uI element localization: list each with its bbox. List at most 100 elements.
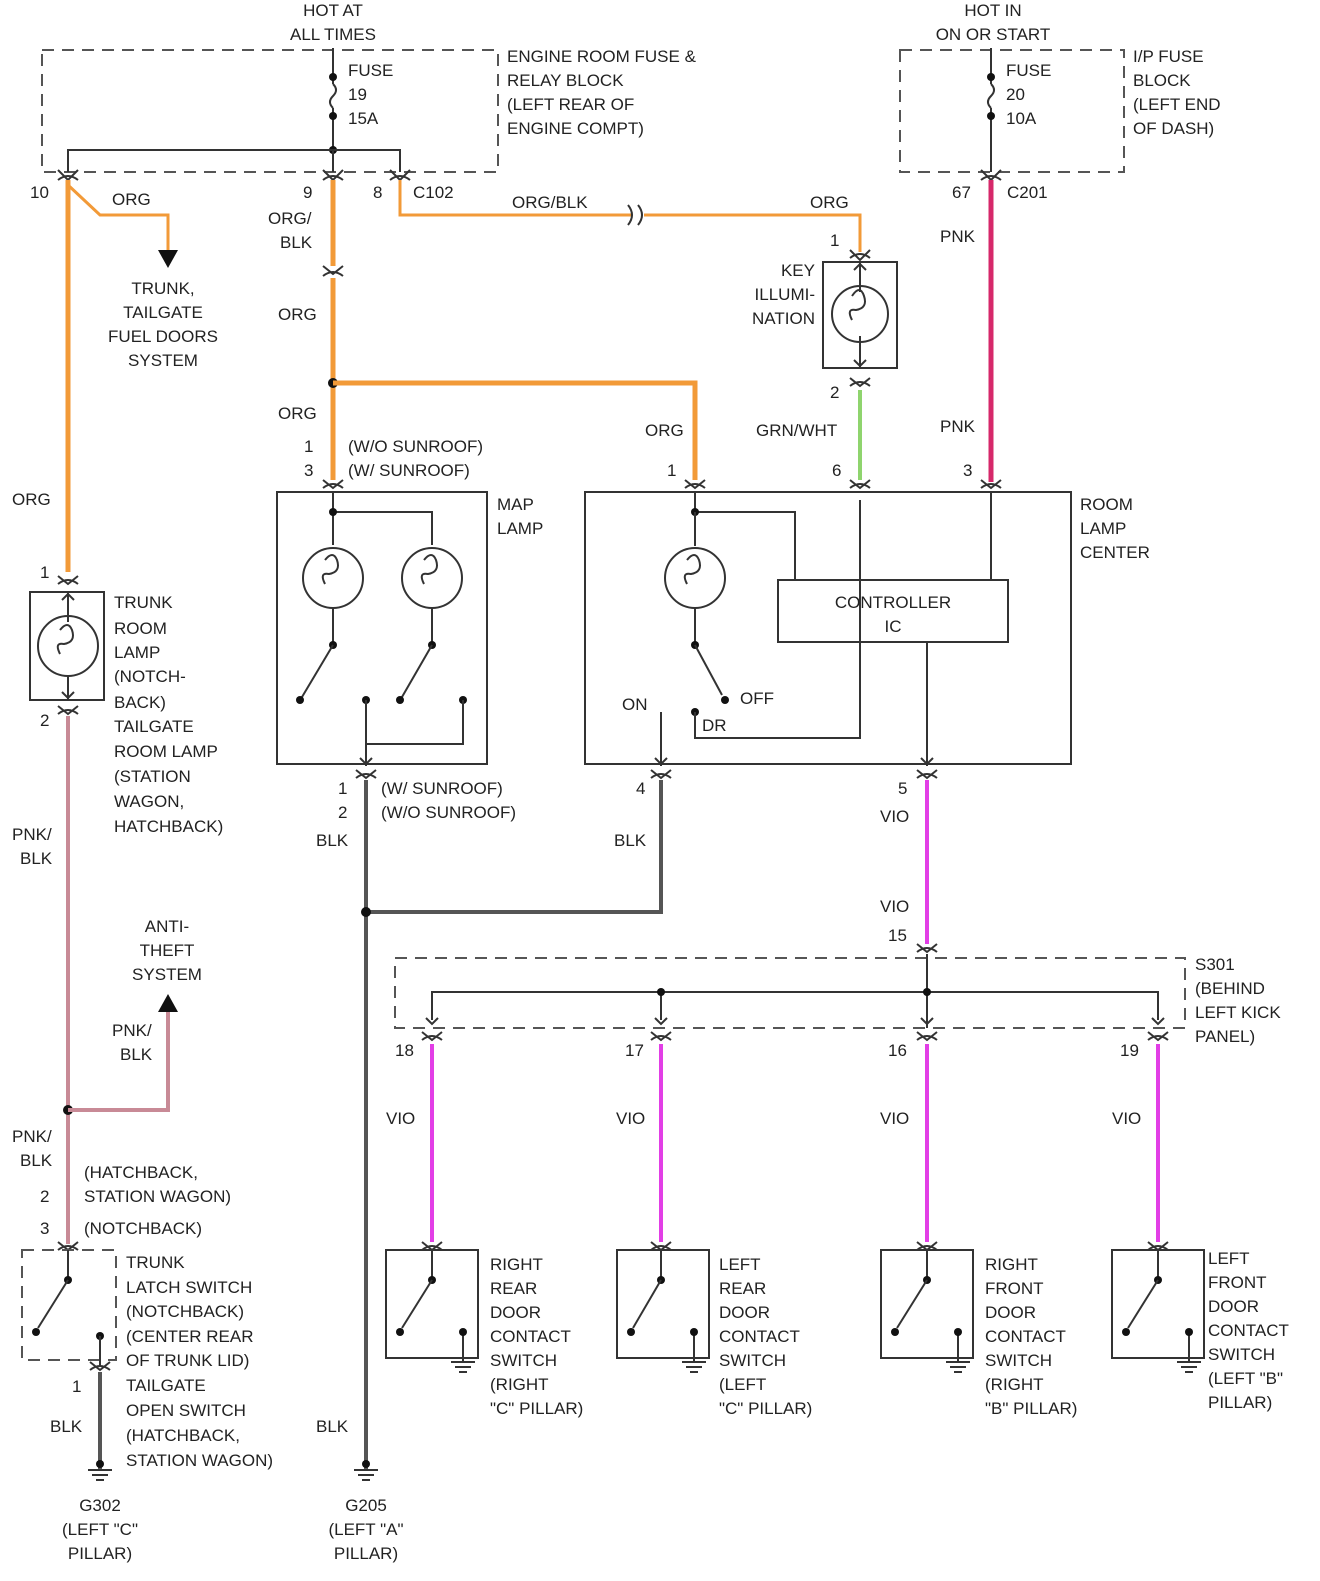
- trunk-system-line3: FUEL DOORS: [108, 327, 218, 346]
- door-rf-line1: RIGHT: [985, 1255, 1038, 1274]
- room-lamp-label-line2: LAMP: [1080, 519, 1126, 538]
- trunk-switch-line4: (CENTER REAR: [126, 1327, 254, 1346]
- map-lamp-note-w-sunroof-top: (W/ SUNROOF): [348, 461, 470, 480]
- door-lf-line2: FRONT: [1208, 1273, 1267, 1292]
- room-lamp-switch-dr: DR: [702, 716, 727, 735]
- door-rr-line1: RIGHT: [490, 1255, 543, 1274]
- wire-pnk-lower: PNK: [940, 417, 976, 436]
- door-rf-line6: (RIGHT: [985, 1375, 1044, 1394]
- door-lf-line3: DOOR: [1208, 1297, 1259, 1316]
- door-lf-line6: (LEFT "B": [1208, 1369, 1283, 1388]
- room-lamp-pin-3: 3: [963, 461, 972, 480]
- anti-theft-line3: SYSTEM: [132, 965, 202, 984]
- room-lamp-label-line1: ROOM: [1080, 495, 1133, 514]
- ground-g205-symbol: [354, 1460, 378, 1481]
- trunk-switch-line2: LATCH SWITCH: [126, 1278, 252, 1297]
- wire-pnk-blk-anti-line2: BLK: [120, 1045, 153, 1064]
- pin-67: 67: [952, 183, 971, 202]
- trunk-lamp-line2: ROOM: [114, 619, 167, 638]
- door-rr-line3: DOOR: [490, 1303, 541, 1322]
- wire-org-blk-pin9-line1: ORG/: [268, 209, 312, 228]
- engine-block-line3: (LEFT REAR OF: [507, 95, 634, 114]
- wire-org-room-lamp: ORG: [645, 421, 684, 440]
- ip-block-line3: (LEFT END: [1133, 95, 1221, 114]
- map-lamp-note-wo-sunroof-top: (W/O SUNROOF): [348, 437, 483, 456]
- trunk-lamp-line7: ROOM LAMP: [114, 742, 218, 761]
- wire-org-left: ORG: [12, 490, 51, 509]
- trunk-system-line2: TAILGATE: [123, 303, 203, 322]
- ip-fuse-block-box: [899, 49, 1125, 173]
- wire-vio-17: VIO: [616, 1109, 645, 1128]
- connector-c201: C201: [1007, 183, 1048, 202]
- door-lr-line3: DOOR: [719, 1303, 770, 1322]
- door-rf-line3: DOOR: [985, 1303, 1036, 1322]
- door-rf-line2: FRONT: [985, 1279, 1044, 1298]
- trunk-switch-line7: OPEN SWITCH: [126, 1401, 246, 1420]
- anti-theft-line2: THEFT: [140, 941, 195, 960]
- trunk-switch-note-hatch-line2: STATION WAGON): [84, 1187, 231, 1206]
- wire-blk-room-lamp: BLK: [614, 831, 647, 850]
- splice-pin-17: 17: [625, 1041, 644, 1060]
- map-lamp-note-w-sunroof-bot: (W/ SUNROOF): [381, 779, 503, 798]
- wire-blk-g302: BLK: [50, 1417, 83, 1436]
- trunk-switch-line3: (NOTCHBACK): [126, 1302, 244, 1321]
- fuse-19: FUSE 19 15A: [329, 48, 393, 154]
- map-lamp-pin-top1: 1: [304, 437, 313, 456]
- door-lr-line1: LEFT: [719, 1255, 761, 1274]
- trunk-switch-pin-1: 1: [72, 1377, 81, 1396]
- engine-block-line1: ENGINE ROOM FUSE &: [507, 47, 697, 66]
- key-illum-line3: NATION: [752, 309, 815, 328]
- room-lamp-label-line3: CENTER: [1080, 543, 1150, 562]
- wire-pnk-upper: PNK: [940, 227, 976, 246]
- ip-block-line2: BLOCK: [1133, 71, 1191, 90]
- wire-pnk-blk-upper-line2: BLK: [20, 849, 53, 868]
- wire-org-key: ORG: [810, 193, 849, 212]
- wire-vio-16: VIO: [880, 1109, 909, 1128]
- door-rf-line5: SWITCH: [985, 1351, 1052, 1370]
- splice-pin-16: 16: [888, 1041, 907, 1060]
- trunk-switch-note-notch: (NOTCHBACK): [84, 1219, 202, 1238]
- door-lr-line5: SWITCH: [719, 1351, 786, 1370]
- door-switch-left-front: [1111, 1241, 1205, 1373]
- map-lamp-note-wo-sunroof-bot: (W/O SUNROOF): [381, 803, 516, 822]
- wire-pnk-blk-lower-line2: BLK: [20, 1151, 53, 1170]
- trunk-lamp-pin-top: 1: [40, 563, 49, 582]
- fuse-20-label: FUSE: [1006, 61, 1051, 80]
- ip-block-line4: OF DASH): [1133, 119, 1214, 138]
- trunk-lamp-line6: TAILGATE: [114, 717, 194, 736]
- room-lamp-switch-on: ON: [622, 695, 648, 714]
- door-lf-line1: LEFT: [1208, 1249, 1250, 1268]
- ip-block-line1: I/P FUSE: [1133, 47, 1204, 66]
- anti-theft-line1: ANTI-: [145, 917, 189, 936]
- trunk-switch-line1: TRUNK: [126, 1253, 185, 1272]
- door-rf-line7: "B" PILLAR): [985, 1399, 1077, 1418]
- room-lamp-switch-off: OFF: [740, 689, 774, 708]
- controller-ic-box: [777, 579, 1009, 643]
- door-rr-line7: "C" PILLAR): [490, 1399, 583, 1418]
- trunk-lamp-pin-bottom: 2: [40, 711, 49, 730]
- key-illum-line1: KEY: [781, 261, 815, 280]
- wire-blk-map-lamp: BLK: [316, 831, 349, 850]
- wire-org-map-lamp: ORG: [278, 404, 317, 423]
- trunk-lamp-line8: (STATION: [114, 767, 191, 786]
- fuse-19-number: 19: [348, 85, 367, 104]
- door-lf-line4: CONTACT: [1208, 1321, 1289, 1340]
- room-lamp-pin-4: 4: [636, 779, 645, 798]
- room-lamp-pin-1: 1: [667, 461, 676, 480]
- fuse-19-rating: 15A: [348, 109, 379, 128]
- trunk-lamp-line3: LAMP: [114, 643, 160, 662]
- fuse-20-rating: 10A: [1006, 109, 1037, 128]
- source-hot-in-on-start-line2: ON OR START: [936, 25, 1051, 44]
- wire-org-pin9: ORG: [278, 305, 317, 324]
- room-lamp-pin-6: 6: [832, 461, 841, 480]
- trunk-system-line4: SYSTEM: [128, 351, 198, 370]
- wire-org-blk-c102: ORG/BLK: [512, 193, 588, 212]
- wire-org-blk-pin9-line2: BLK: [280, 233, 313, 252]
- splice-label-line4: PANEL): [1195, 1027, 1255, 1046]
- trunk-switch-pin-2: 2: [40, 1187, 49, 1206]
- source-hot-in-on-start-line1: HOT IN: [964, 1, 1021, 20]
- fuse-20-number: 20: [1006, 85, 1025, 104]
- trunk-lamp-line4: (NOTCH-: [114, 667, 186, 686]
- ground-g302-line1: G302: [79, 1496, 121, 1515]
- door-switch-right-rear: [385, 1241, 479, 1373]
